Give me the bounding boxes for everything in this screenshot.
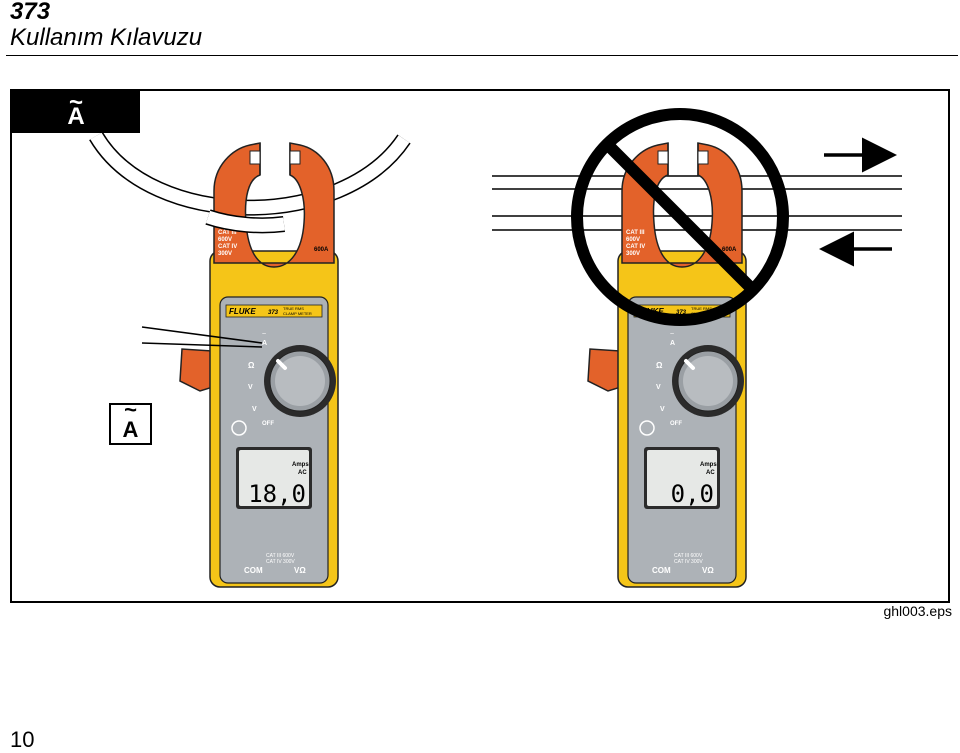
model-number: 373 — [268, 310, 279, 316]
jaw-split — [259, 143, 291, 175]
backlight-button — [231, 420, 247, 436]
callout-leader — [141, 342, 263, 348]
jaw-v1: 600V — [626, 237, 640, 243]
lcd-unit-ac: AC — [706, 470, 715, 476]
dial-pointer — [276, 359, 287, 370]
doc-title: Kullanım Kılavuzu — [10, 24, 203, 51]
callout-label: A — [122, 417, 139, 442]
jaw-v2: 300V — [626, 251, 640, 257]
callout-tilde: ~ — [124, 397, 137, 422]
tab-label: A — [67, 103, 85, 130]
terminal-com: COM — [652, 566, 671, 575]
lcd-unit-amps: Amps — [292, 462, 309, 468]
lcd-unit-ac: AC — [298, 470, 307, 476]
prohibited-sign — [571, 108, 789, 326]
figure-box: CAT III 600V CAT IV 300V 600A FLUKE 373 … — [10, 89, 950, 603]
jaw-cat2: CAT IV — [218, 244, 237, 250]
dial-ohm: Ω — [248, 361, 255, 370]
figure-illustration: CAT III 600V CAT IV 300V 600A FLUKE 373 … — [89, 108, 902, 588]
dial-tilde: ~ — [670, 331, 674, 338]
lcd-reading: 18,0 — [248, 480, 306, 508]
header-rule — [6, 55, 958, 56]
terminal-cat1: CAT III 600V — [266, 553, 295, 559]
rotary-dial-knob — [275, 356, 325, 406]
lcd-unit-amps: Amps — [700, 462, 717, 468]
cable-front-fill — [205, 210, 285, 232]
lcd-reading: 0,0 — [671, 480, 714, 508]
terminal-cat2: CAT IV 300V — [674, 559, 703, 565]
page-number: 10 — [10, 727, 35, 752]
figure-file-ref: ghl003.eps — [883, 603, 952, 619]
jaw-cat1: CAT III — [218, 230, 237, 236]
dial-off: OFF — [262, 421, 274, 427]
model-number: 373 — [676, 310, 687, 316]
jaw-v1: 600V — [218, 237, 232, 243]
terminal-v: VΩ — [702, 566, 714, 575]
lightning-badge — [697, 150, 709, 165]
meter-jaw — [621, 142, 743, 268]
lcd-screen — [647, 450, 717, 506]
lightning-badge — [657, 150, 669, 165]
conductor-lines — [492, 175, 902, 231]
callout-ac-amps: ~ A — [109, 397, 152, 445]
clamp-meter-left: CAT III 600V CAT IV 300V 600A FLUKE 373 … — [179, 142, 339, 588]
dial-ohm: Ω — [656, 361, 663, 370]
jaw-split — [667, 143, 699, 175]
rotary-dial-knob — [683, 356, 733, 406]
jaw-v2: 300V — [218, 251, 232, 257]
clamp-meter-right: CAT III 600V CAT IV 300V 600A FLUKE 373 … — [587, 142, 747, 588]
lcd-screen — [239, 450, 309, 506]
dial-vdc: V — [248, 384, 253, 391]
dial-pointer — [684, 359, 695, 370]
brand-bar — [225, 304, 323, 318]
brand-logo: FLUKE — [229, 307, 256, 316]
backlight-button — [639, 420, 655, 436]
cable-back-fill — [90, 132, 410, 215]
dial-vac: V — [660, 406, 665, 413]
lightning-badge — [289, 150, 301, 165]
callout-leader — [141, 326, 263, 344]
face-plate — [627, 296, 737, 584]
terminal-cat2: CAT IV 300V — [266, 559, 295, 565]
terminal-cat1: CAT III 600V — [674, 553, 703, 559]
lightning-badge — [249, 150, 261, 165]
terminal-com: COM — [244, 566, 263, 575]
dial-off: OFF — [670, 421, 682, 427]
model-desc1: TRUE RMS — [691, 306, 712, 311]
dial-vdc: V — [656, 384, 661, 391]
model-desc2: CLAMP METER — [283, 311, 312, 316]
dial-amps: A — [670, 340, 675, 347]
dial-amps: A — [262, 340, 267, 347]
tab-tilde: ~ — [68, 89, 83, 116]
jaw-rating: 600A — [314, 247, 329, 253]
model-desc1: TRUE RMS — [283, 306, 304, 311]
doc-number: 373 — [10, 0, 51, 25]
function-tab-ac-amps: ~ A — [12, 91, 140, 133]
jaw-rating: 600A — [722, 247, 737, 253]
meter-jaw — [213, 142, 335, 268]
jaw-cat2: CAT IV — [626, 244, 645, 250]
prohibited-slash — [602, 139, 758, 295]
dial-vac: V — [252, 406, 257, 413]
jaw-cat1: CAT III — [626, 230, 645, 236]
dial-tilde: ~ — [262, 331, 266, 338]
terminal-v: VΩ — [294, 566, 306, 575]
